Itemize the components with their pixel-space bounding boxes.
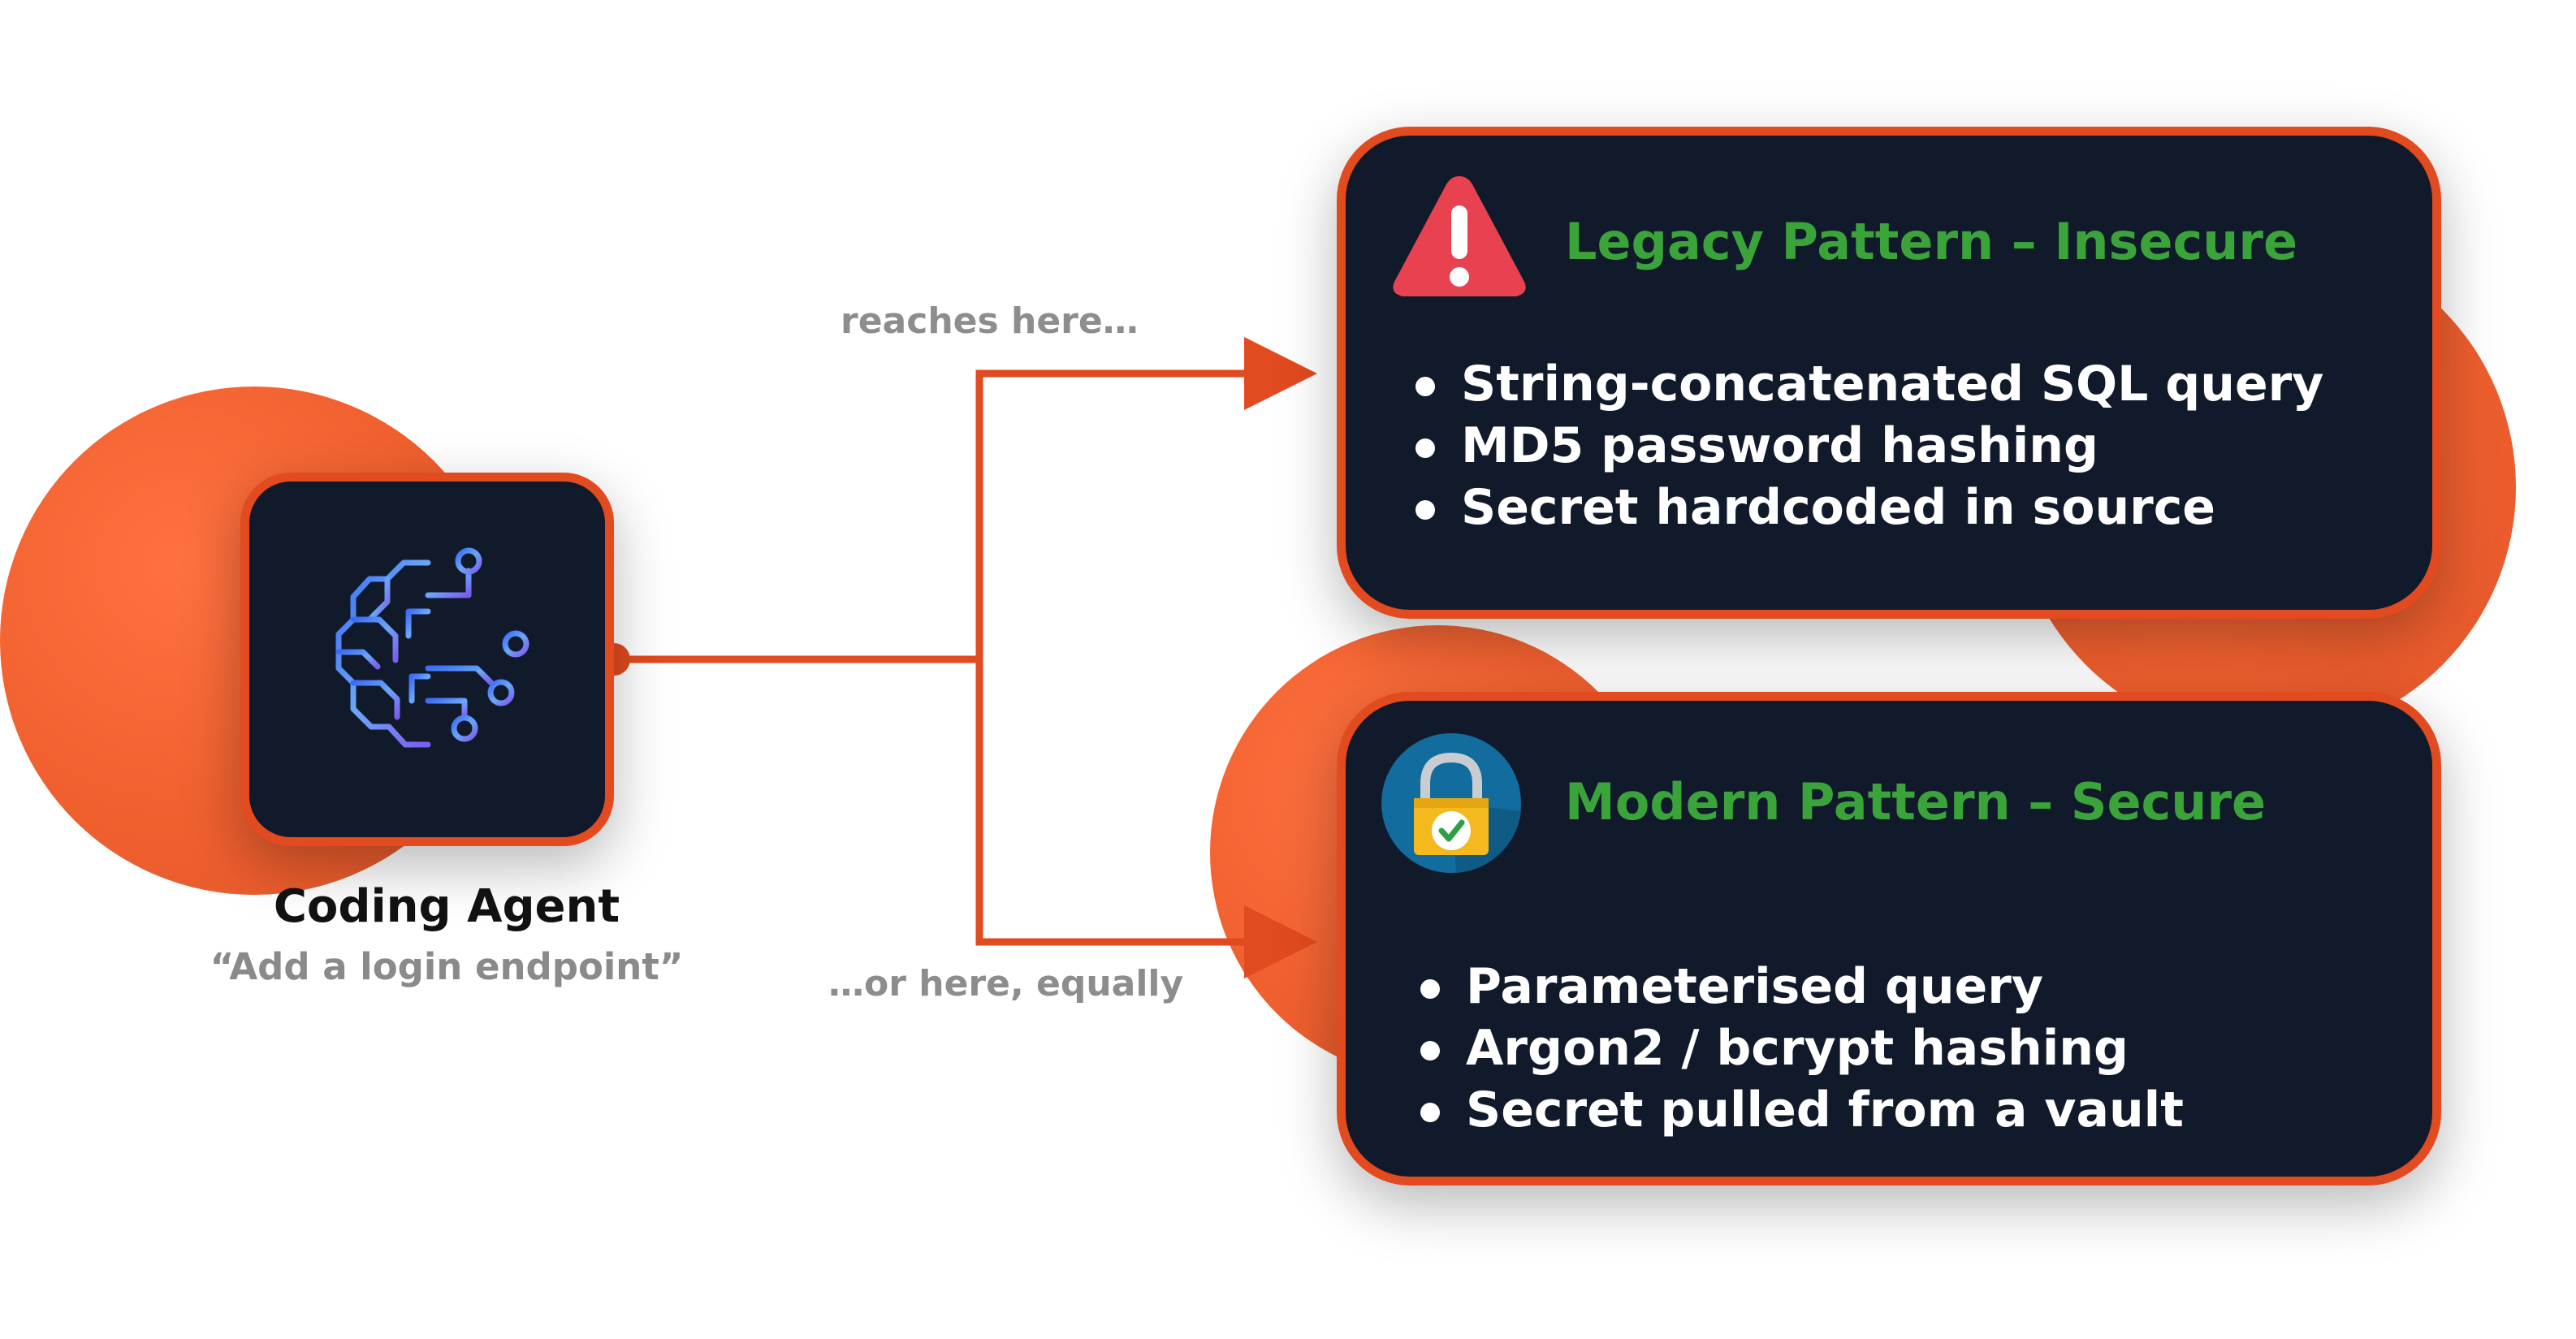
padlock-check-icon [1381, 733, 1521, 873]
modern-pattern-card[interactable]: Modern Pattern – Secure Parameterised qu… [1337, 692, 2441, 1186]
modern-title: Modern Pattern – Secure [1565, 772, 2267, 831]
agent-quote: “Add a login endpoint” [210, 945, 684, 988]
agent-title: Coding Agent [273, 880, 620, 933]
legacy-title: Legacy Pattern – Insecure [1565, 212, 2298, 271]
coding-agent-node[interactable] [240, 473, 614, 846]
list-item: MD5 password hashing [1411, 415, 2323, 477]
legacy-list: String-concatenated SQL query MD5 passwo… [1411, 353, 2323, 538]
list-item: Secret pulled from a vault [1416, 1079, 2184, 1141]
list-item: Parameterised query [1416, 956, 2184, 1017]
wire-to-modern [975, 659, 1317, 978]
warning-icon [1393, 176, 1526, 296]
modern-list: Parameterised query Argon2 / bcrypt hash… [1416, 956, 2184, 1141]
list-item: Argon2 / bcrypt hashing [1416, 1017, 2184, 1079]
legacy-pattern-card[interactable]: Legacy Pattern – Insecure String-concate… [1337, 127, 2441, 619]
list-item: String-concatenated SQL query [1411, 353, 2323, 415]
connector-label-bottom: …or here, equally [828, 963, 1184, 1004]
wire-to-legacy [975, 337, 1317, 659]
list-item: Secret hardcoded in source [1411, 477, 2323, 538]
connector-label-top: reaches here… [841, 300, 1139, 342]
brain-circuit-icon [335, 547, 529, 748]
